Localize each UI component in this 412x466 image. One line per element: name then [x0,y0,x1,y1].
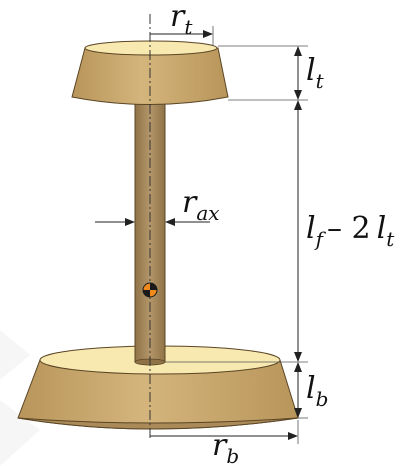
label-l-t: lt [306,53,325,93]
dimension-l-b [294,362,308,419]
dimension-lf-minus-2lt [165,100,308,363]
label-r-t: rt [170,0,193,39]
dimension-l-t [218,45,308,101]
center-of-gravity-icon [142,282,158,298]
label-r-b: rb [212,428,239,466]
label-l-b: lb [306,371,328,411]
label-r-ax: rax [182,185,220,225]
dimension-r-t [150,26,214,46]
dimension-r-b [150,420,299,444]
background-watermark [0,330,40,466]
